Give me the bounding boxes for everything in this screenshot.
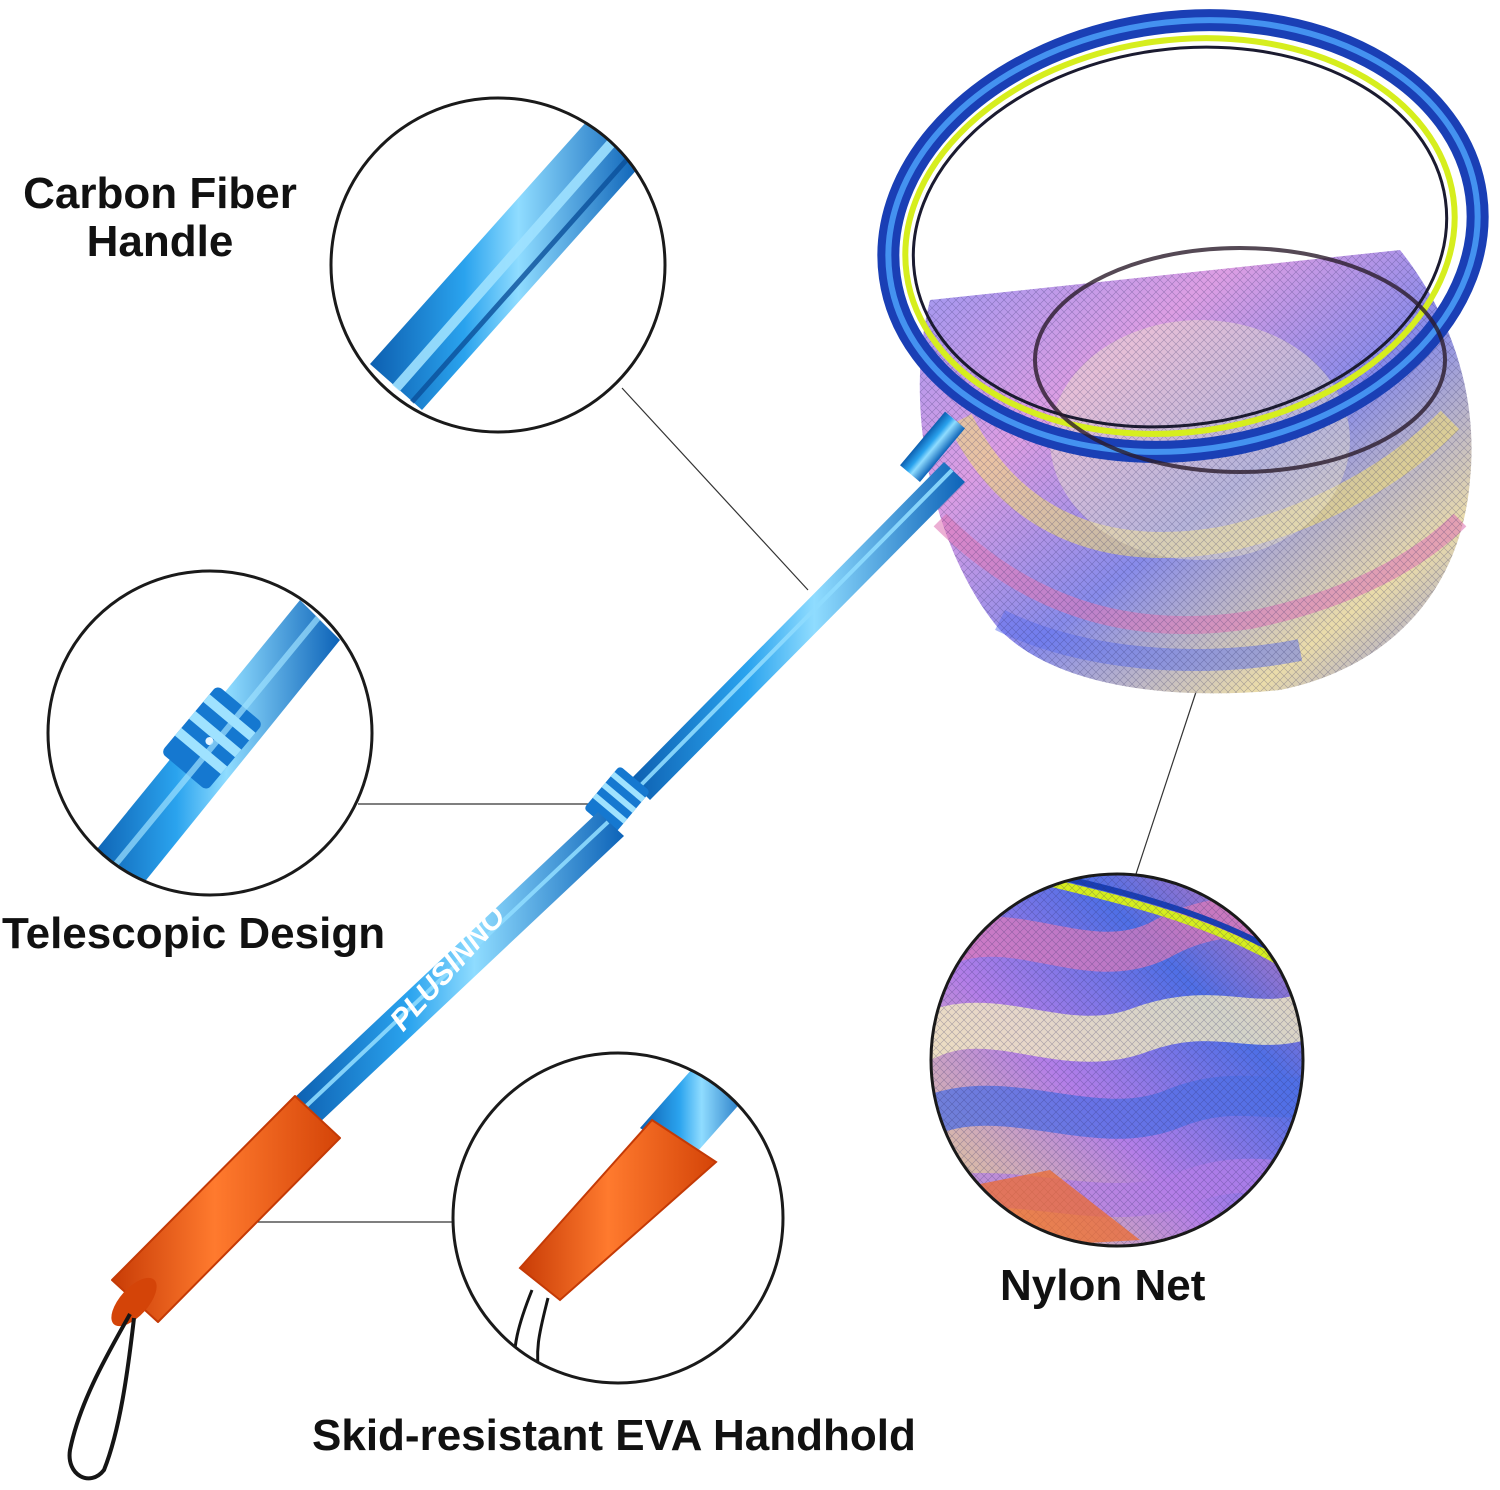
nylon-net-label: Nylon Net [1000,1261,1206,1310]
net-basket [919,250,1472,694]
carbon-fiber-handle-label: Carbon Fiber Handle [10,170,310,265]
telescopic-joint [585,767,649,833]
brand-logo: PLUSINNO [384,900,512,1037]
eva-grip [111,1095,341,1327]
eva-handhold-label: Skid-resistant EVA Handhold [312,1411,916,1460]
carbon-pointer-line [621,387,809,591]
lanyard [67,1313,136,1481]
carbon-fiber-label-line2: Handle [86,216,234,266]
eva-callout [451,1051,785,1385]
nylon-net-callout [929,872,1305,1248]
carbon-fiber-callout [329,96,667,434]
nylon-pointer-line [1135,691,1197,875]
net-rim [877,9,1489,474]
callout-lines [222,387,1197,1223]
telescopic-design-label: Telescopic Design [2,909,386,958]
telescopic-callout [46,569,374,897]
carbon-fiber-label-line1: Carbon Fiber [23,169,297,218]
